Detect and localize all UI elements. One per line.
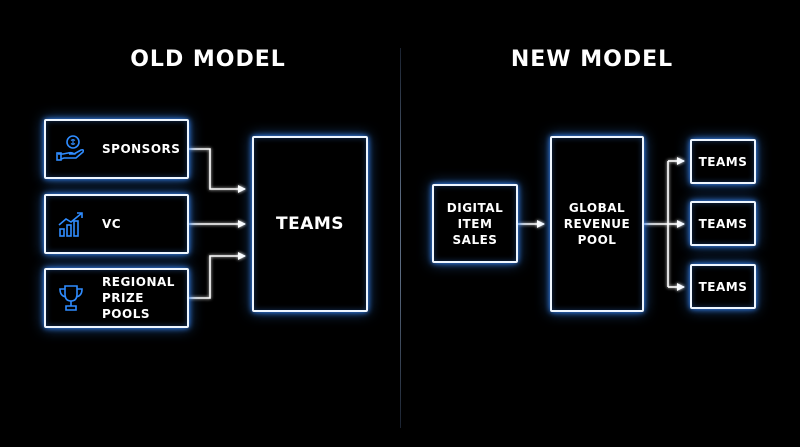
- global-revenue-pool-label: GLOBAL REVENUE POOL: [563, 201, 631, 247]
- teams-output-label-3: TEAMS: [698, 279, 748, 294]
- vc-label: VC: [102, 217, 122, 231]
- regional-prize-pools-label: REGIONAL PRIZE POOLS: [102, 275, 175, 321]
- old-teams-label: TEAMS: [275, 214, 345, 234]
- sponsors-box: SPONSORS: [44, 119, 189, 179]
- teams-output-box-3: TEAMS: [690, 264, 756, 309]
- vc-box: VC: [44, 194, 189, 254]
- section-divider: [400, 48, 401, 428]
- new-model-title: NEW MODEL: [510, 47, 674, 72]
- teams-output-label-2: TEAMS: [698, 216, 748, 231]
- old-teams-box: TEAMS: [252, 136, 368, 312]
- hand-coin-icon: [56, 134, 86, 164]
- sponsors-label: SPONSORS: [102, 142, 181, 156]
- arrow-prize-to-teams: [189, 252, 246, 299]
- regional-prize-pools-box: REGIONAL PRIZE POOLS: [44, 268, 189, 328]
- old-model-title: OLD MODEL: [130, 47, 286, 72]
- trophy-icon: [56, 283, 86, 313]
- teams-output-label-1: TEAMS: [698, 154, 748, 169]
- growth-chart-icon: [56, 209, 86, 239]
- teams-output-box-2: TEAMS: [690, 201, 756, 246]
- teams-output-box-1: TEAMS: [690, 139, 756, 184]
- digital-item-sales-box: DIGITAL ITEM SALES: [432, 184, 518, 263]
- digital-item-sales-label: DIGITAL ITEM SALES: [446, 200, 504, 247]
- arrow-sponsors-to-teams: [189, 148, 246, 193]
- global-revenue-pool-box: GLOBAL REVENUE POOL: [550, 136, 644, 312]
